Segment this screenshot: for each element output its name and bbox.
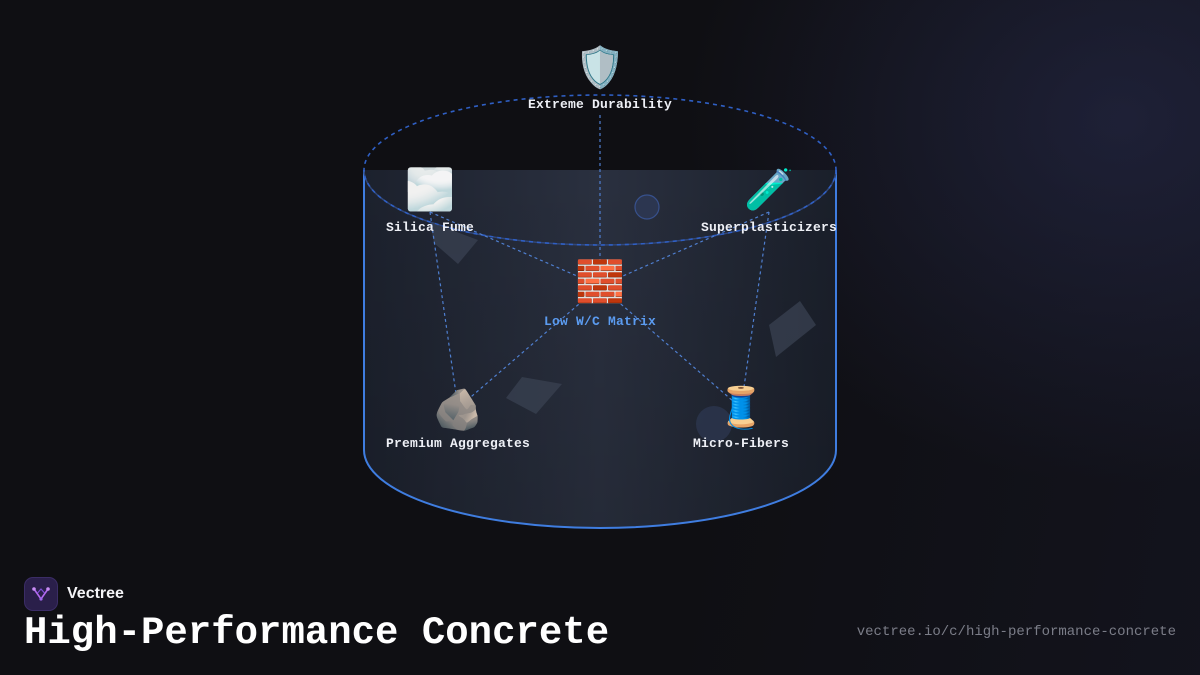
rock-icon: 🪨 [433,387,483,433]
page-title: High-Performance Concrete [24,611,610,655]
brick-icon: 🧱 [575,259,625,305]
edge-superplast-fibers [740,211,770,409]
node-label-aggregates[interactable]: Premium Aggregates [385,436,531,451]
node-label-superplast[interactable]: Superplasticizers [700,220,838,235]
cloud-icon: 🌫️ [405,167,455,213]
node-label-durability[interactable]: Extreme Durability [527,97,673,112]
cylinder-top-rim [363,94,837,246]
connection-lines [429,115,770,409]
edge-silica-aggregates [429,211,459,409]
node-label-matrix[interactable]: Low W/C Matrix [543,314,657,329]
thread-icon: 🧵 [716,385,766,431]
brand-name: Vectree [67,585,124,602]
cylinder-outline [363,170,837,529]
edge-superplast-matrix [599,211,770,287]
brand: Vectree [24,577,124,611]
test-tube-icon: 🧪 [744,167,794,213]
decorative-shapes [430,194,816,442]
node-label-silica[interactable]: Silica Fume [385,220,475,235]
edge-silica-matrix [429,211,601,287]
node-label-fibers[interactable]: Micro-Fibers [692,436,790,451]
page-url[interactable]: vectree.io/c/high-performance-concrete [856,624,1176,640]
vectree-logo-icon [24,577,58,611]
edge-aggregates-matrix [457,285,601,409]
shield-icon: 🛡️ [575,45,625,91]
edge-fibers-matrix [599,285,742,409]
